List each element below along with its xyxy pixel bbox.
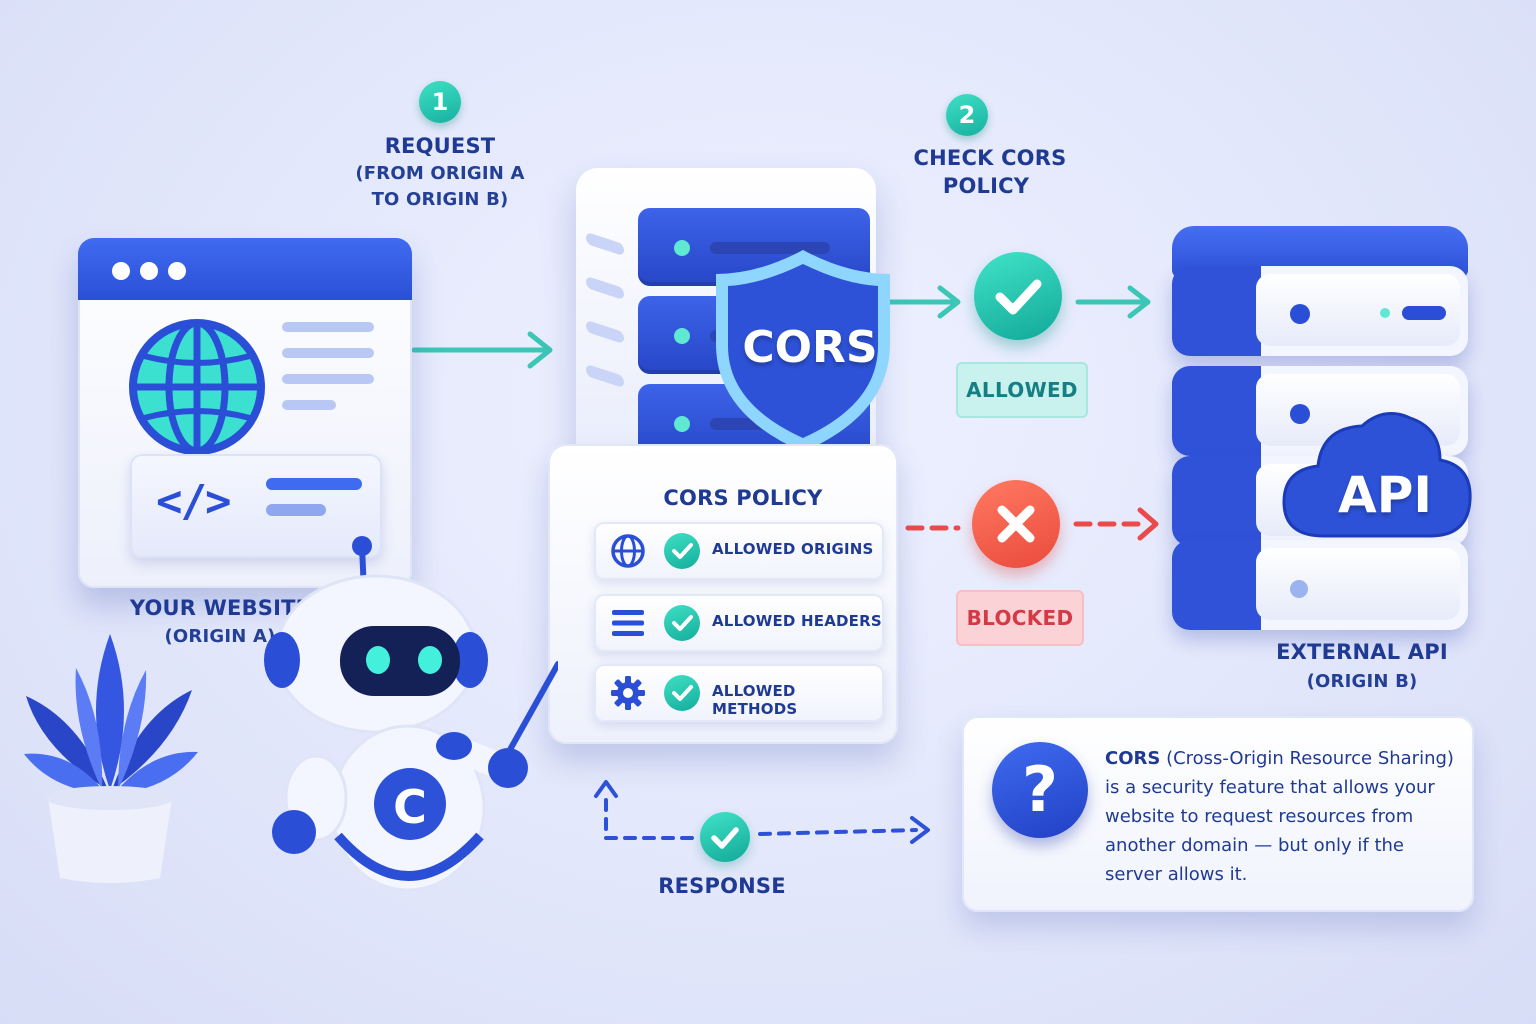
text-line — [282, 374, 374, 384]
blocked-status-badge: BLOCKED — [956, 590, 1084, 646]
api-subtitle: (ORIGIN B) — [1252, 671, 1472, 692]
cors-info-card: ? CORS (Cross-Origin Resource Sharing) i… — [962, 716, 1474, 912]
allowed-check-icon — [974, 252, 1062, 340]
api-server-unit — [1172, 540, 1468, 630]
code-icon: </> — [156, 476, 229, 527]
step-1-subtitle-line2: TO ORIGIN B) — [340, 189, 540, 210]
window-dot-1 — [112, 262, 130, 280]
plant-decoration — [22, 630, 202, 890]
globe-icon — [610, 533, 646, 569]
text-line — [282, 348, 374, 358]
policy-row-label: ALLOWED ORIGINS — [712, 540, 874, 558]
allowed-status-badge: ALLOWED — [956, 362, 1088, 418]
check-icon — [664, 533, 700, 569]
info-line1: (Cross-Origin Resource Sharing) — [1160, 748, 1454, 769]
text-line — [282, 322, 374, 332]
check-icon — [664, 605, 700, 641]
check-icon — [664, 675, 700, 711]
policy-row-methods: ALLOWED METHODS — [594, 664, 884, 722]
info-line5: server allows it. — [1105, 860, 1455, 889]
step-1-subtitle-line1: (FROM ORIGIN A — [340, 163, 540, 184]
step-1-badge: 1 — [419, 81, 461, 123]
response-label: RESPONSE — [622, 874, 822, 898]
info-line4: another domain — but only if the — [1105, 831, 1455, 860]
server-vent — [586, 320, 624, 344]
policy-title: CORS POLICY — [548, 486, 938, 510]
api-badge-text: API — [1290, 466, 1480, 524]
shield-text: CORS — [708, 322, 912, 373]
info-text: CORS (Cross-Origin Resource Sharing) is … — [1105, 744, 1455, 889]
blocked-x-icon — [972, 480, 1060, 568]
api-title: EXTERNAL API — [1252, 640, 1472, 664]
info-line2: is a security feature that allows your — [1105, 773, 1455, 802]
server-vent — [586, 364, 624, 388]
question-icon: ? — [992, 742, 1088, 838]
code-line — [266, 478, 362, 490]
cors-policy-card: CORS POLICY ALLOWED ORIGINS ALLOWED HEAD… — [548, 444, 898, 744]
code-line — [266, 504, 326, 516]
policy-row-origins: ALLOWED ORIGINS — [594, 522, 884, 580]
gear-icon — [610, 675, 646, 711]
step-2-title-line2: POLICY — [880, 174, 1092, 198]
response-check-icon — [700, 812, 750, 862]
robot-chest-letter: C — [380, 780, 440, 834]
step-2-title-line1: CHECK CORS — [880, 146, 1100, 170]
list-icon — [610, 606, 646, 640]
policy-row-label: ALLOWED HEADERS — [712, 612, 882, 630]
step-1-title: REQUEST — [340, 134, 540, 158]
policy-row-label: ALLOWED METHODS — [712, 682, 884, 718]
window-dot-2 — [140, 262, 158, 280]
step-2-badge: 2 — [946, 94, 988, 136]
policy-row-headers: ALLOWED HEADERS — [594, 594, 884, 652]
info-lead: CORS — [1105, 748, 1160, 769]
api-server-unit — [1172, 266, 1468, 356]
server-vent — [586, 276, 624, 300]
server-vent — [586, 232, 624, 256]
info-line3: website to request resources from — [1105, 802, 1455, 831]
robot-mascot — [258, 536, 558, 906]
text-line — [282, 400, 336, 410]
globe-icon — [128, 318, 266, 456]
window-dot-3 — [168, 262, 186, 280]
